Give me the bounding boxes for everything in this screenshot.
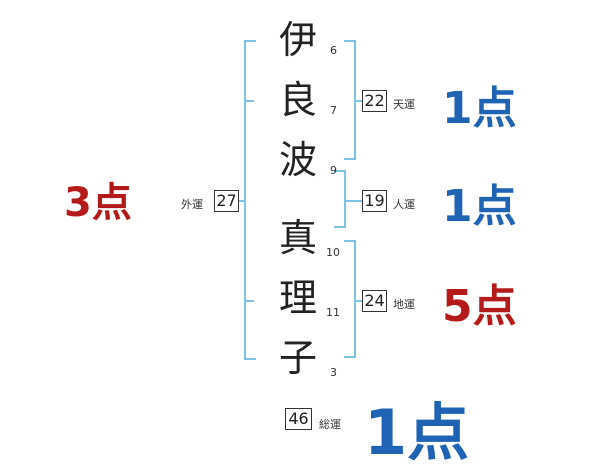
- chikaku-bracket-vertical: [354, 240, 356, 358]
- jinkaku-value-box: 19: [362, 190, 387, 212]
- gaikaku-label: 外運: [181, 198, 203, 211]
- soukaku-value-box: 46: [285, 408, 312, 430]
- jinkaku-bracket-tick: [334, 226, 346, 228]
- chikaku-bracket-connector: [354, 300, 362, 302]
- jinkaku-bracket-connector: [344, 200, 362, 202]
- name-char-4: 真: [278, 216, 317, 260]
- jinkaku-label: 人運: [393, 198, 415, 211]
- name-char-5: 理: [278, 276, 317, 320]
- tenkaku-bracket-connector: [354, 100, 362, 102]
- soukaku-label: 総運: [319, 418, 341, 431]
- tenkaku-label: 天運: [393, 98, 415, 111]
- name-char-3: 波: [278, 138, 317, 182]
- stroke-count-2: 7: [330, 104, 337, 117]
- gaikaku-score: 3点: [64, 180, 132, 226]
- chikaku-bracket-tick: [344, 356, 356, 358]
- chikaku-score: 5点: [442, 281, 517, 332]
- jinkaku-bracket-tick: [334, 170, 346, 172]
- soukaku-score: 1点: [364, 396, 470, 469]
- jinkaku-bracket-vertical: [344, 170, 346, 228]
- tenkaku-bracket-tick: [344, 158, 356, 160]
- left-bracket-tick: [244, 300, 254, 302]
- chikaku-label: 地運: [393, 298, 415, 311]
- tenkaku-value-box: 22: [362, 90, 387, 112]
- stroke-count-5: 11: [326, 306, 340, 319]
- stroke-count-4: 10: [326, 246, 340, 259]
- name-char-2: 良: [278, 78, 317, 122]
- left-bracket-tick: [244, 40, 256, 42]
- stroke-count-3: 9: [330, 164, 337, 177]
- left-bracket-connector: [237, 200, 246, 202]
- chikaku-bracket-tick: [344, 240, 356, 242]
- left-bracket-tick: [244, 358, 256, 360]
- stroke-count-6: 3: [330, 366, 337, 379]
- tenkaku-bracket-tick: [344, 40, 356, 42]
- gaikaku-value-box: 27: [214, 190, 239, 212]
- jinkaku-score: 1点: [442, 181, 517, 232]
- name-char-6: 子: [278, 336, 317, 380]
- name-char-1: 伊: [278, 18, 317, 62]
- stroke-count-1: 6: [330, 44, 337, 57]
- tenkaku-score: 1点: [442, 83, 517, 134]
- chikaku-value-box: 24: [362, 290, 387, 312]
- left-bracket-tick: [244, 100, 254, 102]
